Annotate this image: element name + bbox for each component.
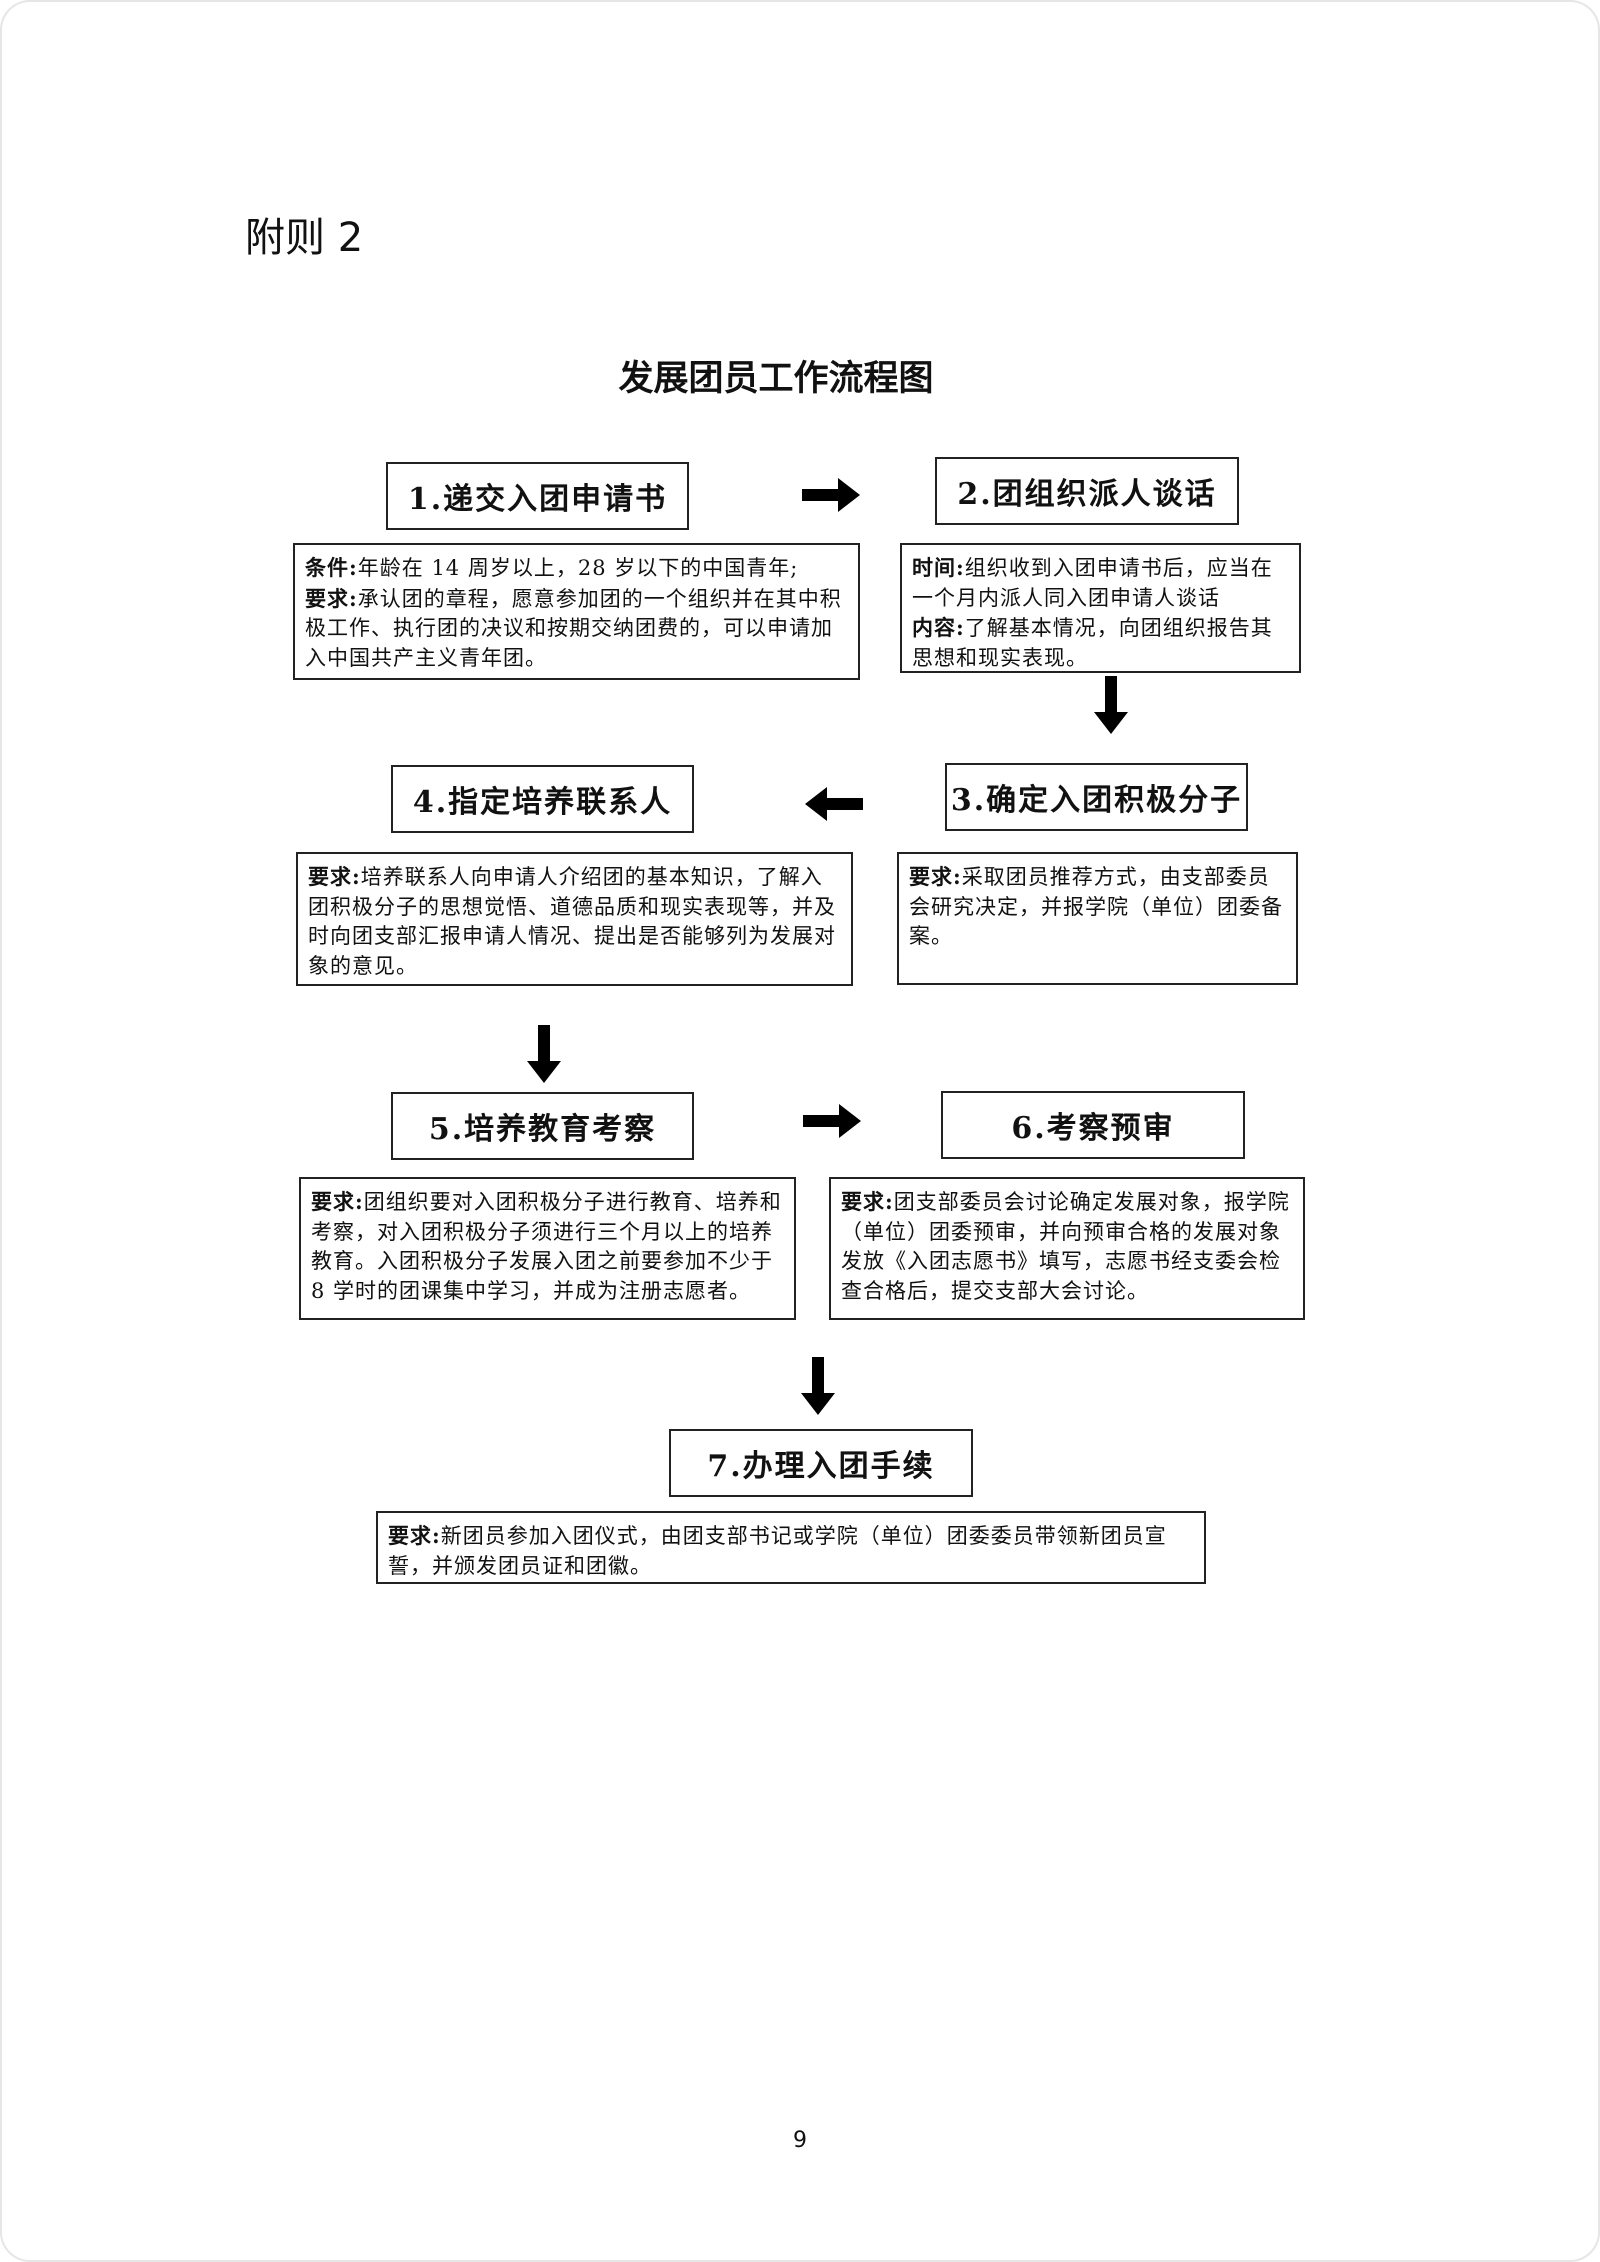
step-5-text-1: 团组织要对入团积极分子进行教育、培养和考察，对入团积极分子须进行三个月以上的培养… <box>311 1190 782 1303</box>
step-7-text-1: 新团员参加入团仪式，由团支部书记或学院（单位）团委委员带领新团员宣誓，并颁发团员… <box>388 1524 1167 1578</box>
step-2-text-1: 组织收到入团申请书后，应当在一个月内派人同入团申请人谈话 <box>912 556 1273 610</box>
step-2-key-1: 时间: <box>912 555 965 580</box>
step-3-box: 3.确定入团积极分子 <box>945 763 1248 831</box>
step-1-desc: 条件:年龄在 14 周岁以上，28 岁以下的中国青年; 要求:承认团的章程，愿意… <box>293 543 860 680</box>
arrow-down-icon <box>527 1025 561 1083</box>
step-5-box: 5.培养教育考察 <box>391 1092 694 1160</box>
step-4-desc: 要求:培养联系人向申请人介绍团的基本知识，了解入团积极分子的思想觉悟、道德品质和… <box>296 852 853 986</box>
step-5-desc: 要求:团组织要对入团积极分子进行教育、培养和考察，对入团积极分子须进行三个月以上… <box>299 1177 796 1320</box>
step-1-key-2: 要求: <box>305 585 358 611</box>
arrow-down-icon <box>801 1357 835 1415</box>
step-1-text-2: 承认团的章程，愿意参加团的一个组织并在其中积极工作、执行团的决议和按期交纳团费的… <box>305 586 842 670</box>
step-1-text-1: 年龄在 14 周岁以上，28 岁以下的中国青年; <box>357 556 799 580</box>
step-2-text-2: 了解基本情况，向团组织报告其思想和现实表现。 <box>912 616 1273 670</box>
step-7-desc: 要求:新团员参加入团仪式，由团支部书记或学院（单位）团委委员带领新团员宣誓，并颁… <box>376 1511 1206 1584</box>
step-6-desc: 要求:团支部委员会讨论确定发展对象，报学院（单位）团委预审，并向预审合格的发展对… <box>829 1177 1305 1320</box>
arrow-right-icon <box>802 478 860 512</box>
step-1-box: 1.递交入团申请书 <box>386 462 689 530</box>
arrow-left-icon <box>805 787 863 821</box>
arrow-down-icon <box>1094 676 1128 734</box>
step-4-text-1: 培养联系人向申请人介绍团的基本知识，了解入团积极分子的思想觉悟、道德品质和现实表… <box>308 865 836 978</box>
step-6-key-1: 要求: <box>841 1189 894 1214</box>
step-6-box: 6.考察预审 <box>941 1091 1245 1159</box>
step-4-box: 4.指定培养联系人 <box>391 765 694 833</box>
appendix-label: 附则 2 <box>245 215 364 261</box>
step-2-key-2: 内容: <box>912 615 965 640</box>
step-1-key-1: 条件: <box>305 555 358 580</box>
step-7-key-1: 要求: <box>388 1523 441 1548</box>
step-6-text-1: 团支部委员会讨论确定发展对象，报学院（单位）团委预审，并向预审合格的发展对象发放… <box>841 1190 1290 1303</box>
page-number: 9 <box>793 2128 807 2153</box>
step-3-text-1: 采取团员推荐方式，由支部委员会研究决定，并报学院（单位）团委备案。 <box>909 865 1283 948</box>
flowchart-title: 发展团员工作流程图 <box>618 358 934 399</box>
step-7-box: 7.办理入团手续 <box>669 1429 973 1497</box>
step-3-desc: 要求:采取团员推荐方式，由支部委员会研究决定，并报学院（单位）团委备案。 <box>897 852 1298 985</box>
step-2-box: 2.团组织派人谈话 <box>935 457 1239 525</box>
step-2-desc: 时间:组织收到入团申请书后，应当在一个月内派人同入团申请人谈话 内容:了解基本情… <box>900 543 1301 673</box>
arrow-right-icon <box>803 1104 861 1138</box>
step-5-key-1: 要求: <box>311 1189 364 1214</box>
step-3-key-1: 要求: <box>909 864 962 889</box>
step-4-key-1: 要求: <box>308 864 361 889</box>
